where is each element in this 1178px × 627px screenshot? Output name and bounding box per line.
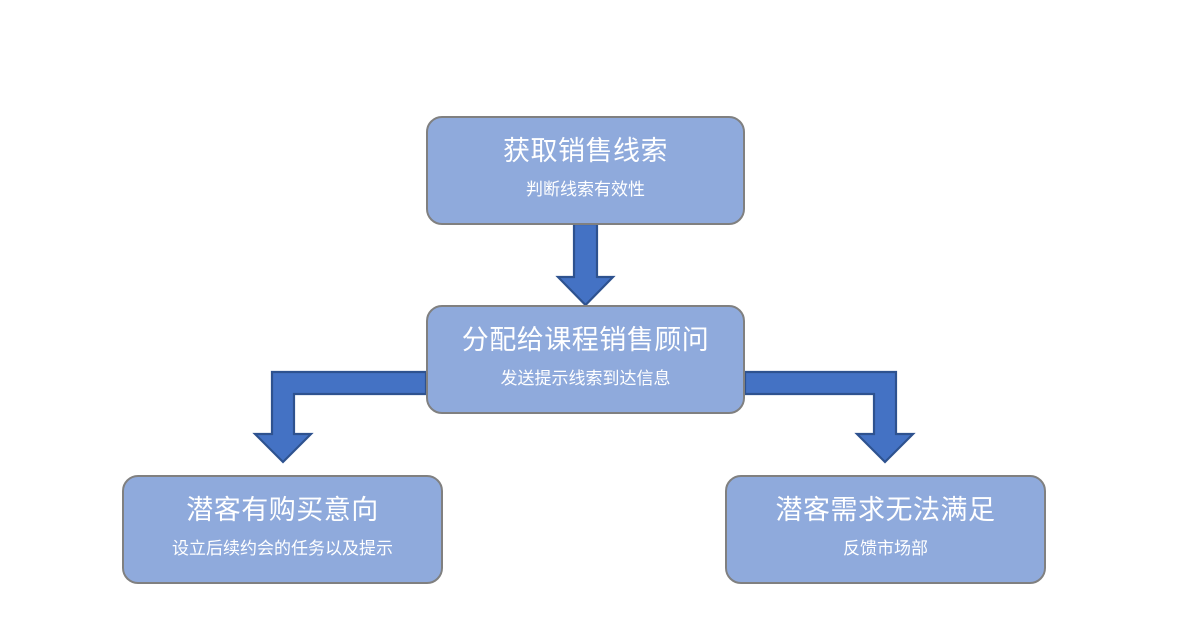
- node-acquire-lead-title: 获取销售线索: [503, 136, 668, 167]
- arrow-assign-to-has-intent: [252, 370, 428, 464]
- node-has-intent-subtitle: 设立后续约会的任务以及提示: [172, 539, 393, 559]
- node-has-intent-title: 潜客有购买意向: [186, 495, 379, 526]
- node-unmet-need-title: 潜客需求无法满足: [775, 495, 996, 526]
- arrow-acquire-to-assign: [555, 222, 616, 307]
- node-assign-advisor-subtitle: 发送提示线索到达信息: [500, 369, 671, 389]
- node-assign-advisor[interactable]: 分配给课程销售顾问 发送提示线索到达信息: [426, 305, 745, 414]
- node-has-intent[interactable]: 潜客有购买意向 设立后续约会的任务以及提示: [122, 475, 443, 584]
- node-unmet-need[interactable]: 潜客需求无法满足 反馈市场部: [725, 475, 1046, 584]
- node-acquire-lead[interactable]: 获取销售线索 判断线索有效性: [426, 116, 745, 225]
- node-assign-advisor-title: 分配给课程销售顾问: [461, 325, 710, 356]
- node-unmet-need-subtitle: 反馈市场部: [843, 539, 928, 559]
- node-acquire-lead-subtitle: 判断线索有效性: [526, 180, 645, 200]
- arrow-assign-to-unmet-need: [743, 370, 916, 464]
